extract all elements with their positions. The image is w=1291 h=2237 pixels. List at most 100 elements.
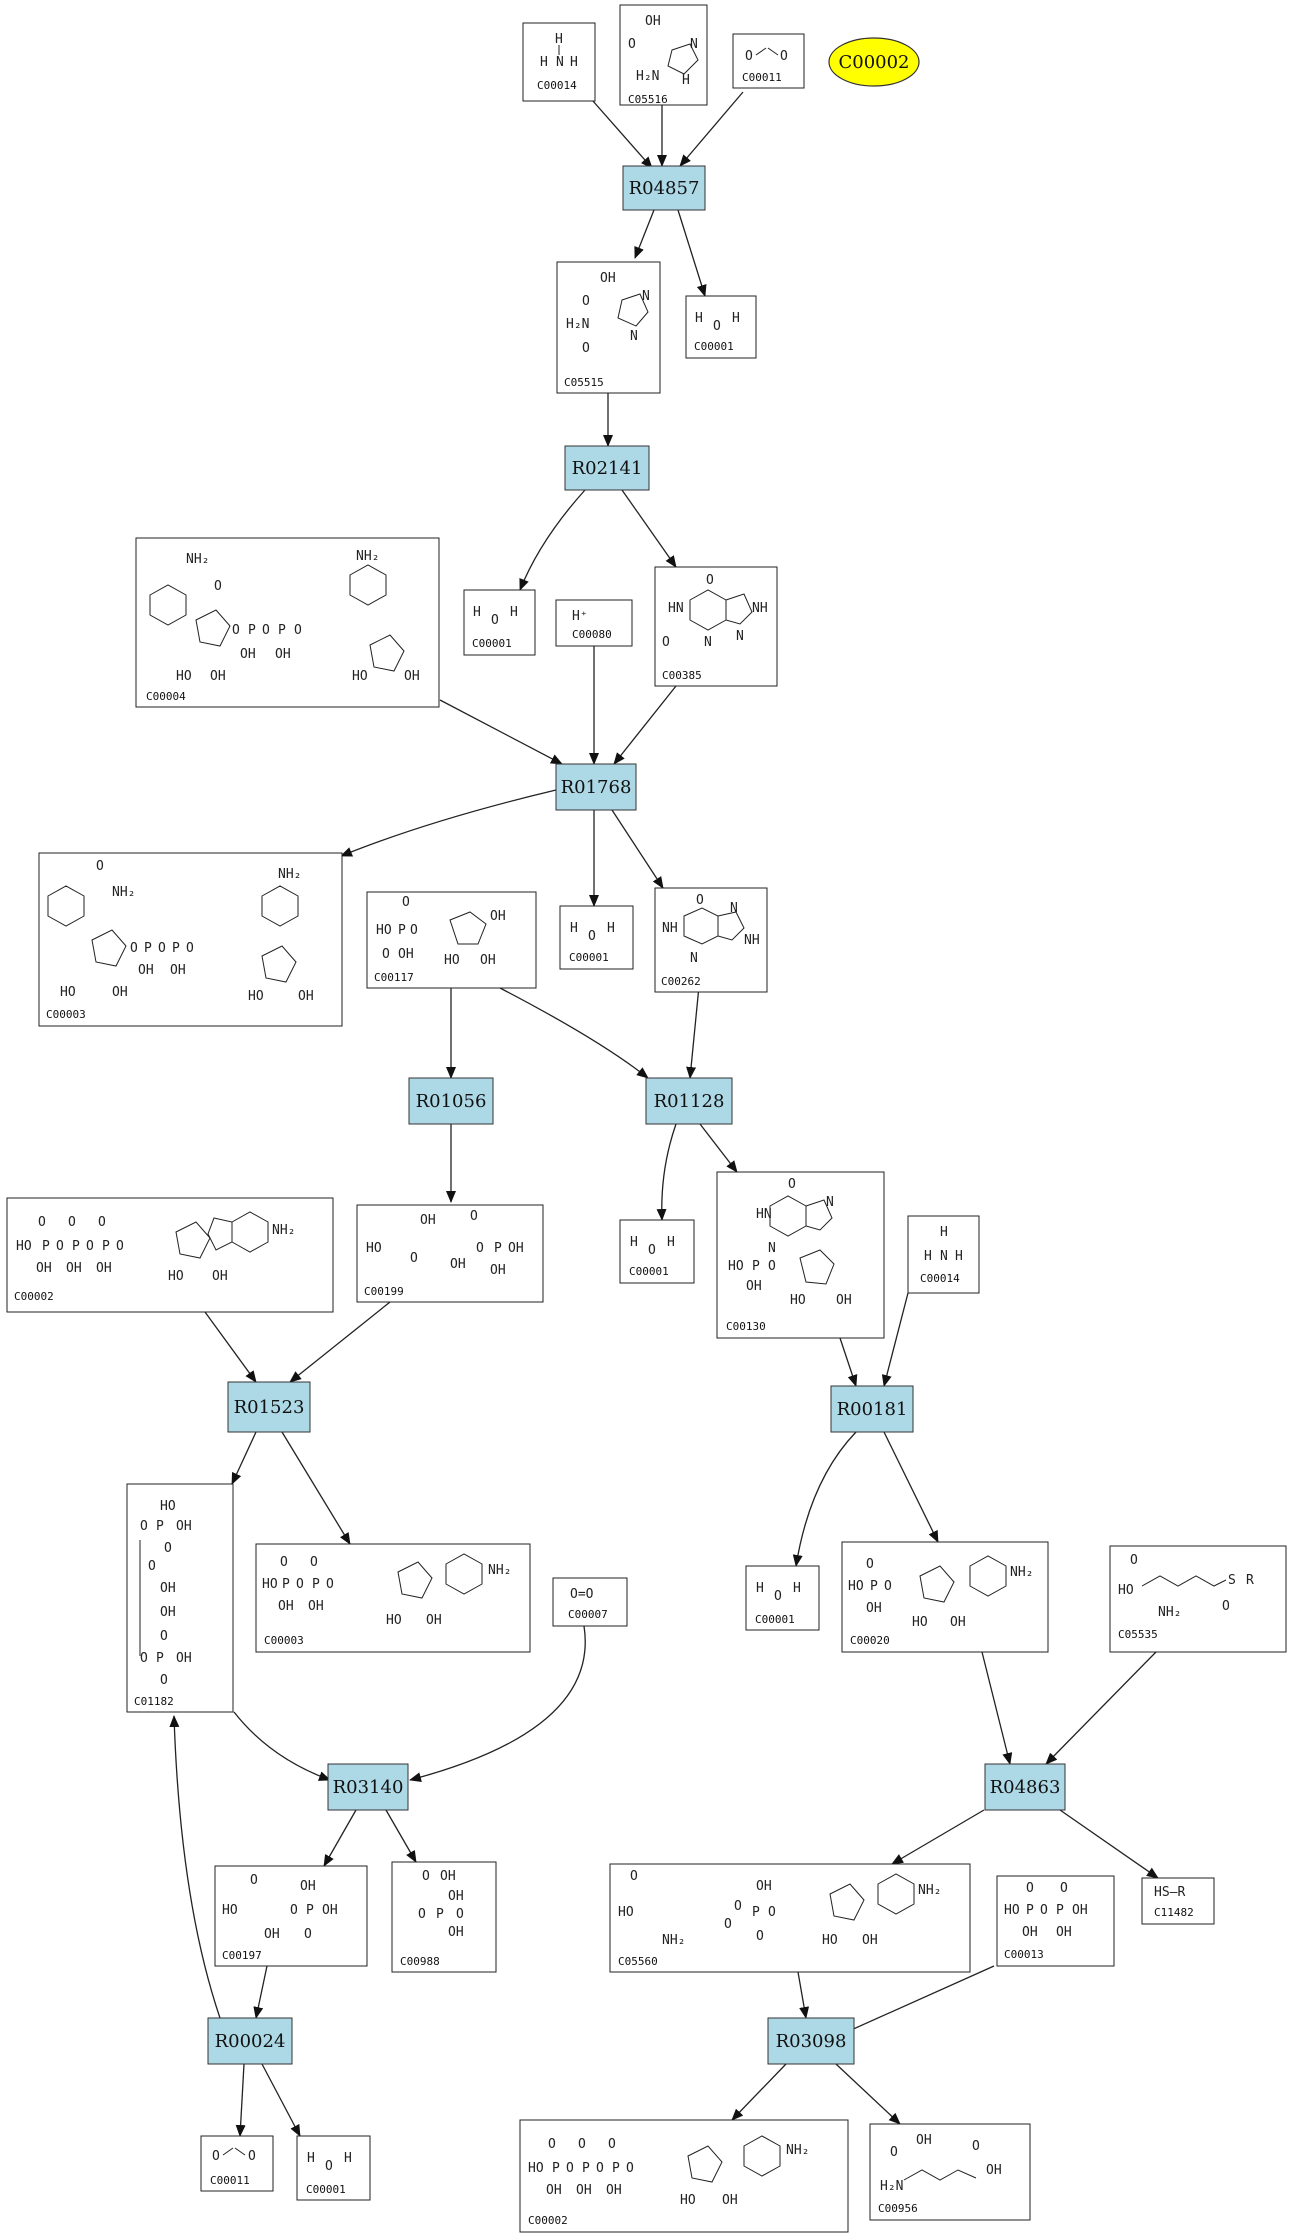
svg-text:H: H <box>307 2151 315 2166</box>
reaction-node[interactable]: R02141 <box>564 445 650 491</box>
svg-text:O: O <box>310 1555 318 1570</box>
svg-text:NH₂: NH₂ <box>662 1933 685 1948</box>
compound-node[interactable]: HOH C00001 <box>745 1565 820 1631</box>
svg-text:OH: OH <box>278 1599 294 1614</box>
svg-text:P: P <box>172 941 180 956</box>
svg-text:OH: OH <box>862 1933 878 1948</box>
compound-label: C11482 <box>1154 1906 1194 1919</box>
compound-node[interactable]: HOH C00001 <box>685 295 757 359</box>
svg-text:OH: OH <box>450 1257 466 1272</box>
svg-text:NH₂: NH₂ <box>918 1883 941 1898</box>
compound-label: C00199 <box>364 1285 404 1298</box>
svg-text:S: S <box>1228 1573 1236 1588</box>
svg-text:O: O <box>724 1917 732 1932</box>
compound-node[interactable]: HS—R C11482 <box>1141 1877 1215 1925</box>
compound-node[interactable]: HOH C00001 <box>559 905 634 970</box>
svg-text:N: N <box>630 329 638 344</box>
compound-node[interactable]: O=O C00007 <box>552 1577 628 1627</box>
svg-text:HO: HO <box>352 669 368 684</box>
reaction-node[interactable]: R04857 <box>622 165 706 211</box>
compound-structure: HOH <box>695 311 740 334</box>
svg-text:P: P <box>144 941 152 956</box>
reaction-node[interactable]: R03098 <box>767 2017 855 2065</box>
compound-label: C00003 <box>264 1634 304 1647</box>
reaction-node[interactable]: R01128 <box>645 1077 733 1125</box>
svg-text:H: H <box>570 921 578 936</box>
svg-text:H: H <box>955 1249 963 1264</box>
compound-label: C00002 <box>528 2214 568 2227</box>
svg-text:O: O <box>294 623 302 638</box>
svg-text:O: O <box>1222 1599 1230 1614</box>
svg-text:OH: OH <box>480 953 496 968</box>
reaction-node[interactable]: R01768 <box>555 763 637 811</box>
edges <box>169 91 1159 2137</box>
compound-node[interactable]: HOH C00001 <box>296 2135 371 2201</box>
svg-text:N: N <box>704 635 712 650</box>
svg-text:P: P <box>278 623 286 638</box>
compound-label: C00002 <box>14 1290 54 1303</box>
reaction-label: R01523 <box>234 1397 305 1418</box>
compound-label: C05535 <box>1118 1628 1158 1641</box>
svg-text:O: O <box>768 1905 776 1920</box>
compound-label: C00011 <box>742 71 782 84</box>
reaction-node[interactable]: R00181 <box>830 1385 914 1433</box>
compound-node[interactable]: HOH C00001 <box>463 589 536 656</box>
svg-text:OH: OH <box>916 2133 932 2148</box>
compound-node[interactable]: H⁺ C00080 <box>555 599 633 647</box>
reaction-node[interactable]: R04863 <box>984 1763 1066 1811</box>
reaction-label: R01768 <box>561 777 632 798</box>
reaction-node[interactable]: R00024 <box>207 2017 293 2065</box>
reaction-node[interactable]: R01056 <box>408 1077 494 1125</box>
svg-text:H: H <box>510 605 518 620</box>
highlight-compound[interactable]: C00002 <box>828 37 920 87</box>
svg-text:OH: OH <box>448 1925 464 1940</box>
svg-text:O: O <box>422 1869 430 1884</box>
svg-text:O: O <box>325 2159 333 2174</box>
reaction-node[interactable]: R03140 <box>327 1763 409 1811</box>
svg-text:O: O <box>788 1177 796 1192</box>
compound-node[interactable]: HOH C00001 <box>619 1219 695 1284</box>
svg-text:O: O <box>588 929 596 944</box>
compound-label: C01182 <box>134 1695 174 1708</box>
svg-text:P: P <box>870 1579 878 1594</box>
svg-text:HO: HO <box>528 2161 544 2176</box>
svg-text:OH: OH <box>600 271 616 286</box>
svg-text:OH: OH <box>176 1651 192 1666</box>
svg-text:H: H <box>540 55 548 70</box>
reaction-node[interactable]: R01523 <box>227 1381 311 1433</box>
compound-label: C00004 <box>146 690 186 703</box>
reaction-label: R04857 <box>629 178 700 199</box>
svg-text:O: O <box>476 1241 484 1256</box>
